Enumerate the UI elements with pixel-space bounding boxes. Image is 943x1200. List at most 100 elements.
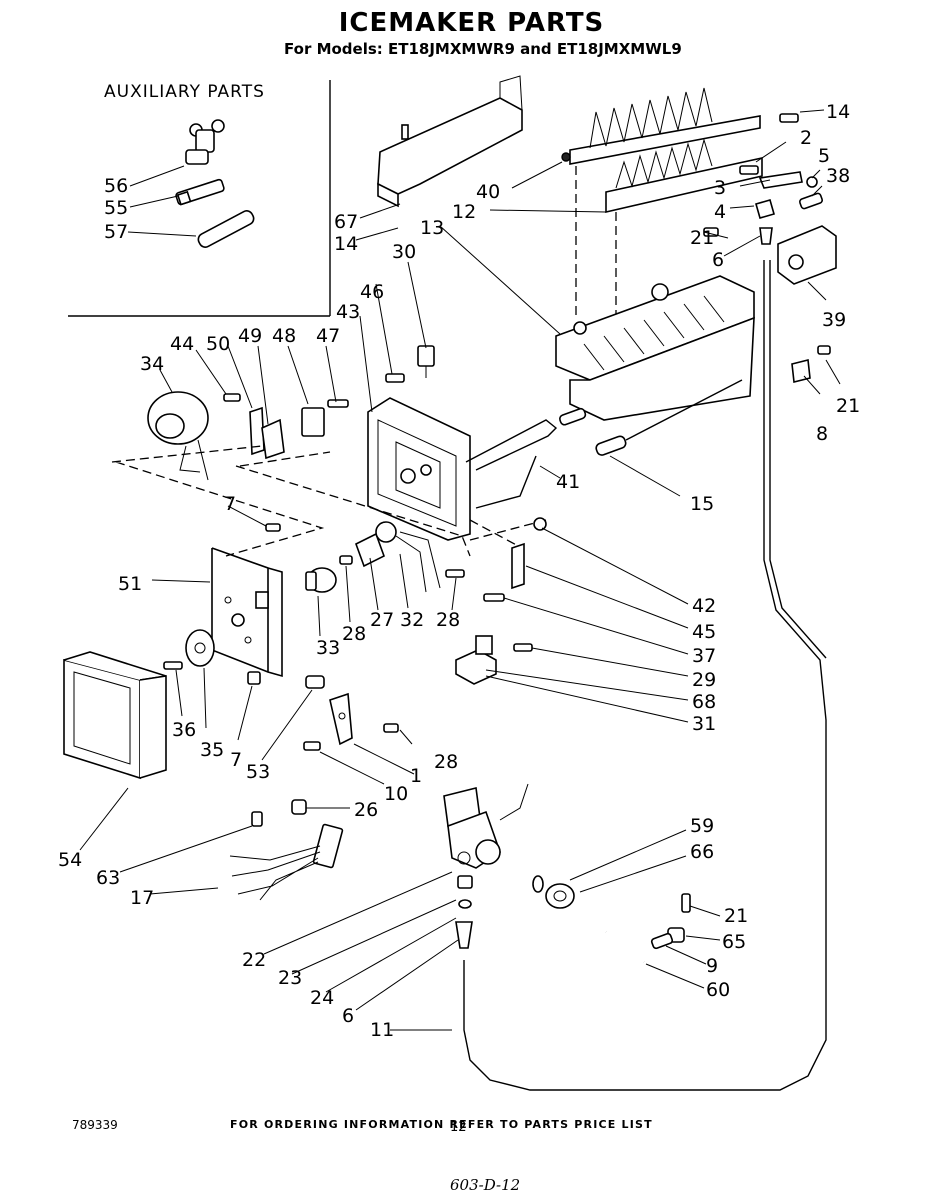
bracket-part-50	[249, 406, 265, 456]
callout-6: 6	[712, 249, 724, 271]
assembly-dashed-lines-right	[469, 519, 547, 549]
callout-11: 11	[370, 1019, 394, 1041]
callout-41: 41	[556, 471, 580, 493]
callout-28: 28	[434, 751, 458, 773]
wire-harness-part-17	[229, 823, 344, 901]
motor-part-34	[147, 391, 209, 481]
connector-part-26	[291, 799, 307, 815]
document-number: 789339	[72, 1118, 118, 1132]
nut-part-42	[533, 517, 547, 531]
ice-mold-part-13	[555, 275, 755, 421]
callout-6: 6	[342, 1005, 354, 1027]
callout-51: 51	[118, 573, 142, 595]
nut-part-5	[806, 176, 818, 188]
wire-harness-link	[465, 419, 558, 471]
callout-53: 53	[246, 761, 270, 783]
screw-part-10	[303, 741, 321, 751]
callout-1: 1	[410, 765, 422, 787]
ferrule-part-23	[458, 899, 472, 909]
pin-part-28-upper	[339, 555, 353, 565]
handwritten-reference: 603-D-12	[450, 1176, 521, 1194]
water-valve-assembly	[443, 783, 529, 869]
callout-45: 45	[692, 621, 716, 643]
strainer-part-66	[545, 883, 575, 909]
stripper-part-12	[605, 138, 763, 214]
callout-63: 63	[96, 867, 120, 889]
callout-9: 9	[706, 955, 718, 977]
clip-part-4	[755, 199, 775, 219]
screw-part-7-upper	[265, 523, 281, 532]
callout-26: 26	[354, 799, 378, 821]
washer-part-59	[532, 875, 544, 893]
callout-24: 24	[310, 987, 334, 1009]
callout-2: 2	[800, 127, 812, 149]
valve-tee-part-56	[185, 119, 225, 165]
callout-54: 54	[58, 849, 82, 871]
callout-7: 7	[224, 493, 236, 515]
callout-17: 17	[130, 887, 154, 909]
clip-part-8	[791, 359, 811, 383]
callout-22: 22	[242, 949, 266, 971]
callout-37: 37	[692, 645, 716, 667]
callout-27: 27	[370, 609, 394, 631]
callout-30: 30	[392, 241, 416, 263]
bracket-part-3	[758, 171, 803, 189]
tube-part-57	[197, 210, 255, 248]
callout-7: 7	[230, 749, 242, 771]
callout-labels: 56 55 57 67 14 30 40 12 13 14 2 5 3 38 4…	[58, 101, 860, 1041]
screw-part-21-lower	[681, 893, 691, 913]
callout-3: 3	[714, 177, 726, 199]
screw-part-36	[163, 661, 183, 670]
cam-part-33	[305, 567, 337, 593]
thermostat-part-15	[558, 379, 743, 456]
callout-60: 60	[706, 979, 730, 1001]
callout-21: 21	[836, 395, 860, 417]
callout-15: 15	[690, 493, 714, 515]
screw-part-7-lower	[247, 671, 261, 685]
bracket-part-31	[455, 635, 497, 685]
callout-31: 31	[692, 713, 716, 735]
callout-65: 65	[722, 931, 746, 953]
callout-28: 28	[436, 609, 460, 631]
page-number: 12	[450, 1120, 467, 1135]
support-arm-part-41	[475, 455, 537, 509]
screw-part-29	[513, 643, 533, 652]
callout-42: 42	[692, 595, 716, 617]
heater-part-32	[375, 521, 441, 593]
callout-38: 38	[826, 165, 850, 187]
screw-part-37	[483, 593, 505, 602]
callout-49: 49	[238, 325, 262, 347]
callout-55: 55	[104, 197, 128, 219]
screw-part-14-right	[779, 113, 799, 123]
connector-part-53	[305, 675, 325, 689]
gear-part-27	[355, 532, 385, 568]
leader-lines	[79, 109, 841, 1031]
callout-8: 8	[816, 423, 828, 445]
ordering-info-note: FOR ORDERING INFORMATION REFER TO PARTS …	[230, 1118, 653, 1131]
control-housing-part-43	[367, 397, 471, 541]
callout-32: 32	[400, 609, 424, 631]
callout-46: 46	[360, 281, 384, 303]
mounting-plate-part-51	[211, 547, 283, 678]
switch-part-48	[301, 407, 325, 437]
callout-59: 59	[690, 815, 714, 837]
sleeve-part-24	[455, 921, 473, 949]
hose-part-60	[604, 929, 647, 965]
callout-10: 10	[384, 783, 408, 805]
callout-40: 40	[476, 181, 500, 203]
screw-part-46	[385, 373, 405, 383]
bracket-part-45	[511, 542, 525, 590]
callout-23: 23	[278, 967, 302, 989]
screw-part-28-right	[445, 569, 465, 578]
water-fill-tube-inner	[769, 260, 827, 659]
callout-43: 43	[336, 301, 360, 323]
callout-21: 21	[724, 905, 748, 927]
callout-29: 29	[692, 669, 716, 691]
callout-13: 13	[420, 217, 444, 239]
screw-part-63	[251, 811, 263, 827]
callout-48: 48	[272, 325, 296, 347]
callout-67: 67	[334, 211, 358, 233]
callout-12: 12	[452, 201, 476, 223]
callout-56: 56	[104, 175, 128, 197]
callout-14: 14	[334, 233, 358, 255]
